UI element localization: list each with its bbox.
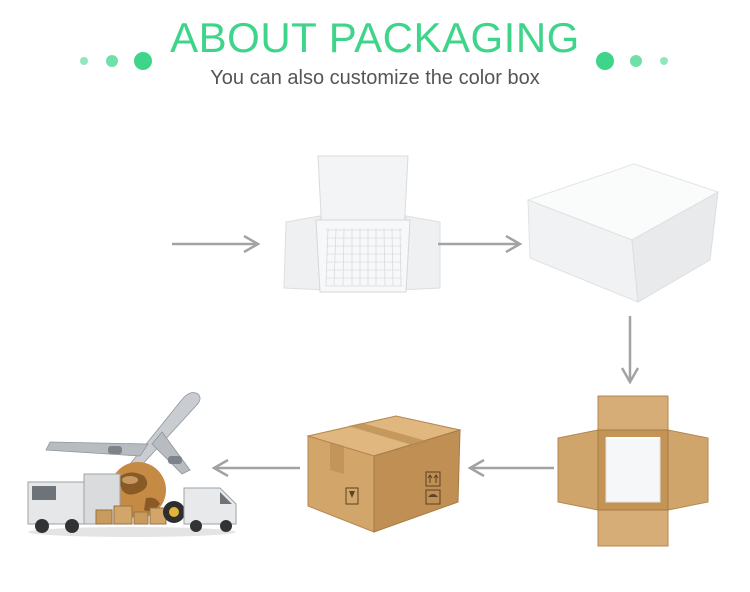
decorative-dots-left — [74, 49, 164, 73]
dot-medium — [630, 55, 642, 67]
keep-dry-icon — [425, 489, 441, 505]
global-logistics-delivery — [22, 386, 242, 538]
sealed-shipping-carton — [304, 412, 464, 536]
globe-icon — [110, 462, 166, 518]
fragile-glass-icon — [345, 487, 359, 505]
airplane-icon — [45, 392, 201, 479]
this-side-up-icon — [425, 471, 441, 487]
dot-small — [660, 57, 668, 65]
dot-medium — [106, 55, 118, 67]
dot-large — [134, 52, 152, 70]
arrow-right-icon — [170, 234, 266, 254]
arrow-down-icon — [620, 314, 640, 390]
open-carton-with-white-box — [556, 394, 710, 548]
arrow-left-icon — [206, 458, 302, 478]
closed-white-box — [522, 160, 722, 310]
arrow-left-icon — [462, 458, 556, 478]
dot-large — [596, 52, 614, 70]
van-icon — [183, 487, 237, 532]
stacked-boxes-icon — [95, 505, 167, 525]
page-header: ABOUT PACKAGING You can also customize t… — [0, 0, 750, 100]
page-title: ABOUT PACKAGING — [170, 14, 580, 61]
arrow-right-icon — [436, 234, 528, 254]
decorative-dots-right — [592, 49, 682, 73]
open-tray-box — [282, 150, 442, 300]
page-subtitle: You can also customize the color box — [210, 67, 540, 89]
dot-small — [80, 57, 88, 65]
